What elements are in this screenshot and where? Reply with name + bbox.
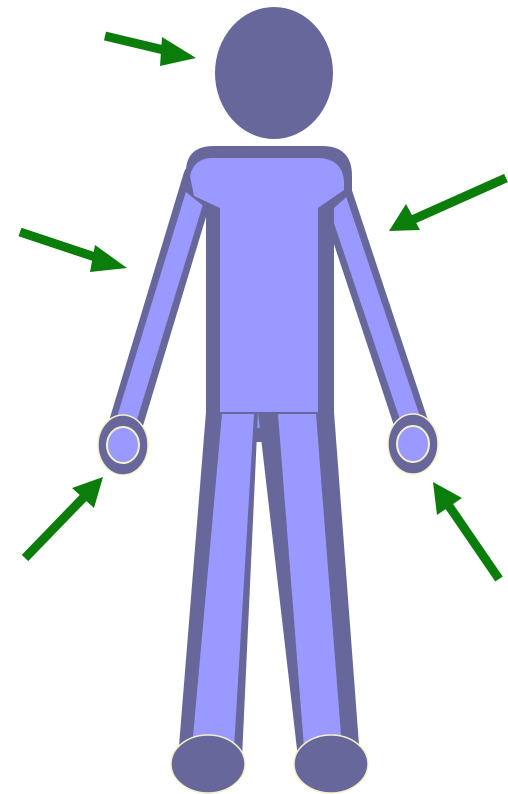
right-leg [258,412,360,758]
arrow-to-right-hand [433,482,499,579]
arrow-to-left-arm [20,232,127,272]
arrow-to-head [105,36,196,66]
arrow-to-left-hand [25,477,103,558]
torso [186,146,352,442]
human-figure [98,7,438,793]
left-arm [124,178,200,430]
head [215,7,333,139]
right-hand [388,414,438,474]
arrow-to-right-shoulder [389,178,506,231]
right-foot [294,735,368,793]
left-leg [178,412,258,758]
left-foot [171,735,245,793]
left-hand [98,415,148,475]
